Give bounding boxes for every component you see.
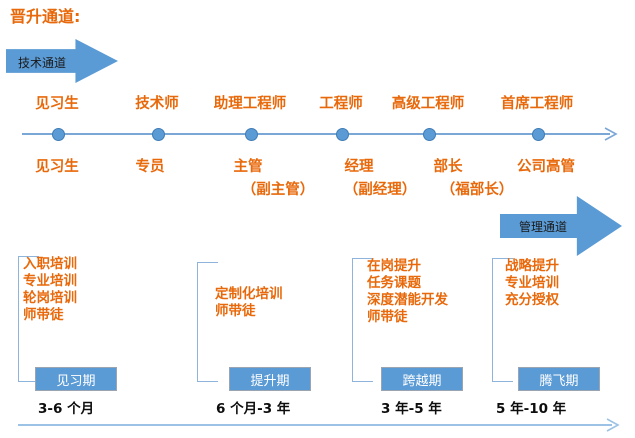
stage-item: 师带徒 bbox=[215, 303, 256, 319]
stage-items-2: 定制化培训 师带徒 bbox=[215, 286, 283, 320]
page-title: 晋升通道: bbox=[10, 7, 81, 26]
management-role-label-6: 公司高管 bbox=[517, 159, 575, 175]
management-role-label-1: 见习生 bbox=[35, 159, 79, 175]
management-role-label-2: 专员 bbox=[135, 159, 165, 175]
stage-duration-4: 5 年-10 年 bbox=[496, 401, 567, 417]
stage-phase-box-4[interactable]: 腾飞期 bbox=[518, 367, 600, 391]
stage-phase-box-3[interactable]: 跨越期 bbox=[381, 367, 463, 391]
timeline-dot-5 bbox=[423, 128, 436, 141]
stage-items-4: 战略提升 专业培训 充分授权 bbox=[505, 258, 559, 309]
technical-role-label-2: 技术师 bbox=[135, 96, 179, 112]
management-channel-label: 管理通道 bbox=[519, 220, 568, 234]
technical-role-label-6: 首席工程师 bbox=[500, 96, 574, 112]
stage-item: 深度潜能开发 bbox=[367, 292, 448, 308]
timeline-dot-2 bbox=[152, 128, 165, 141]
technical-channel-label: 技术通道 bbox=[18, 56, 67, 70]
stage-item: 任务课题 bbox=[367, 275, 421, 291]
stage-duration-2: 6 个月-3 年 bbox=[216, 401, 291, 417]
bottom-axis-arrowhead-icon bbox=[606, 418, 620, 432]
stage-item: 专业培训 bbox=[23, 273, 77, 289]
stage-bracket-2 bbox=[197, 262, 218, 382]
timeline-dot-6 bbox=[532, 128, 545, 141]
timeline-dot-3 bbox=[245, 128, 258, 141]
technical-role-label-3: 助理工程师 bbox=[213, 96, 287, 112]
timeline-dot-4 bbox=[336, 128, 349, 141]
timeline-arrowhead-icon bbox=[604, 127, 618, 141]
stage-phase-box-1[interactable]: 见习期 bbox=[35, 367, 117, 391]
timeline-dot-1 bbox=[52, 128, 65, 141]
stage-items-3: 在岗提升 任务课题 深度潜能开发 师带徒 bbox=[367, 258, 448, 326]
technical-role-label-4: 工程师 bbox=[319, 96, 363, 112]
stage-item: 入职培训 bbox=[23, 256, 77, 272]
management-role-label-3: 主管 bbox=[233, 159, 263, 175]
stage-duration-3: 3 年-5 年 bbox=[381, 401, 442, 417]
management-role-label-5: 部长 bbox=[433, 159, 463, 175]
management-role-sublabel-3: （副主管） bbox=[241, 182, 315, 198]
stage-item: 轮岗培训 bbox=[23, 290, 77, 306]
stage-item: 战略提升 bbox=[505, 258, 559, 274]
management-role-sublabel-4: （副经理） bbox=[343, 182, 417, 198]
timeline-axis bbox=[22, 133, 610, 135]
stage-item: 专业培训 bbox=[505, 275, 559, 291]
bottom-axis bbox=[18, 424, 612, 426]
management-role-label-4: 经理 bbox=[344, 159, 374, 175]
stage-item: 充分授权 bbox=[505, 292, 559, 308]
stage-bracket-1 bbox=[18, 256, 39, 382]
stage-item: 师带徒 bbox=[367, 309, 408, 325]
stage-items-1: 入职培训 专业培训 轮岗培训 师带徒 bbox=[23, 256, 77, 324]
stage-phase-box-2[interactable]: 提升期 bbox=[229, 367, 311, 391]
stage-duration-1: 3-6 个月 bbox=[38, 401, 95, 417]
stage-item: 在岗提升 bbox=[367, 258, 421, 274]
stage-item: 师带徒 bbox=[23, 307, 64, 323]
technical-role-label-1: 见习生 bbox=[35, 96, 79, 112]
technical-role-label-5: 高级工程师 bbox=[391, 96, 465, 112]
stage-bracket-3 bbox=[352, 258, 373, 382]
management-role-sublabel-5: （福部长） bbox=[440, 182, 514, 198]
stage-bracket-4 bbox=[492, 258, 513, 382]
stage-item: 定制化培训 bbox=[215, 286, 283, 302]
